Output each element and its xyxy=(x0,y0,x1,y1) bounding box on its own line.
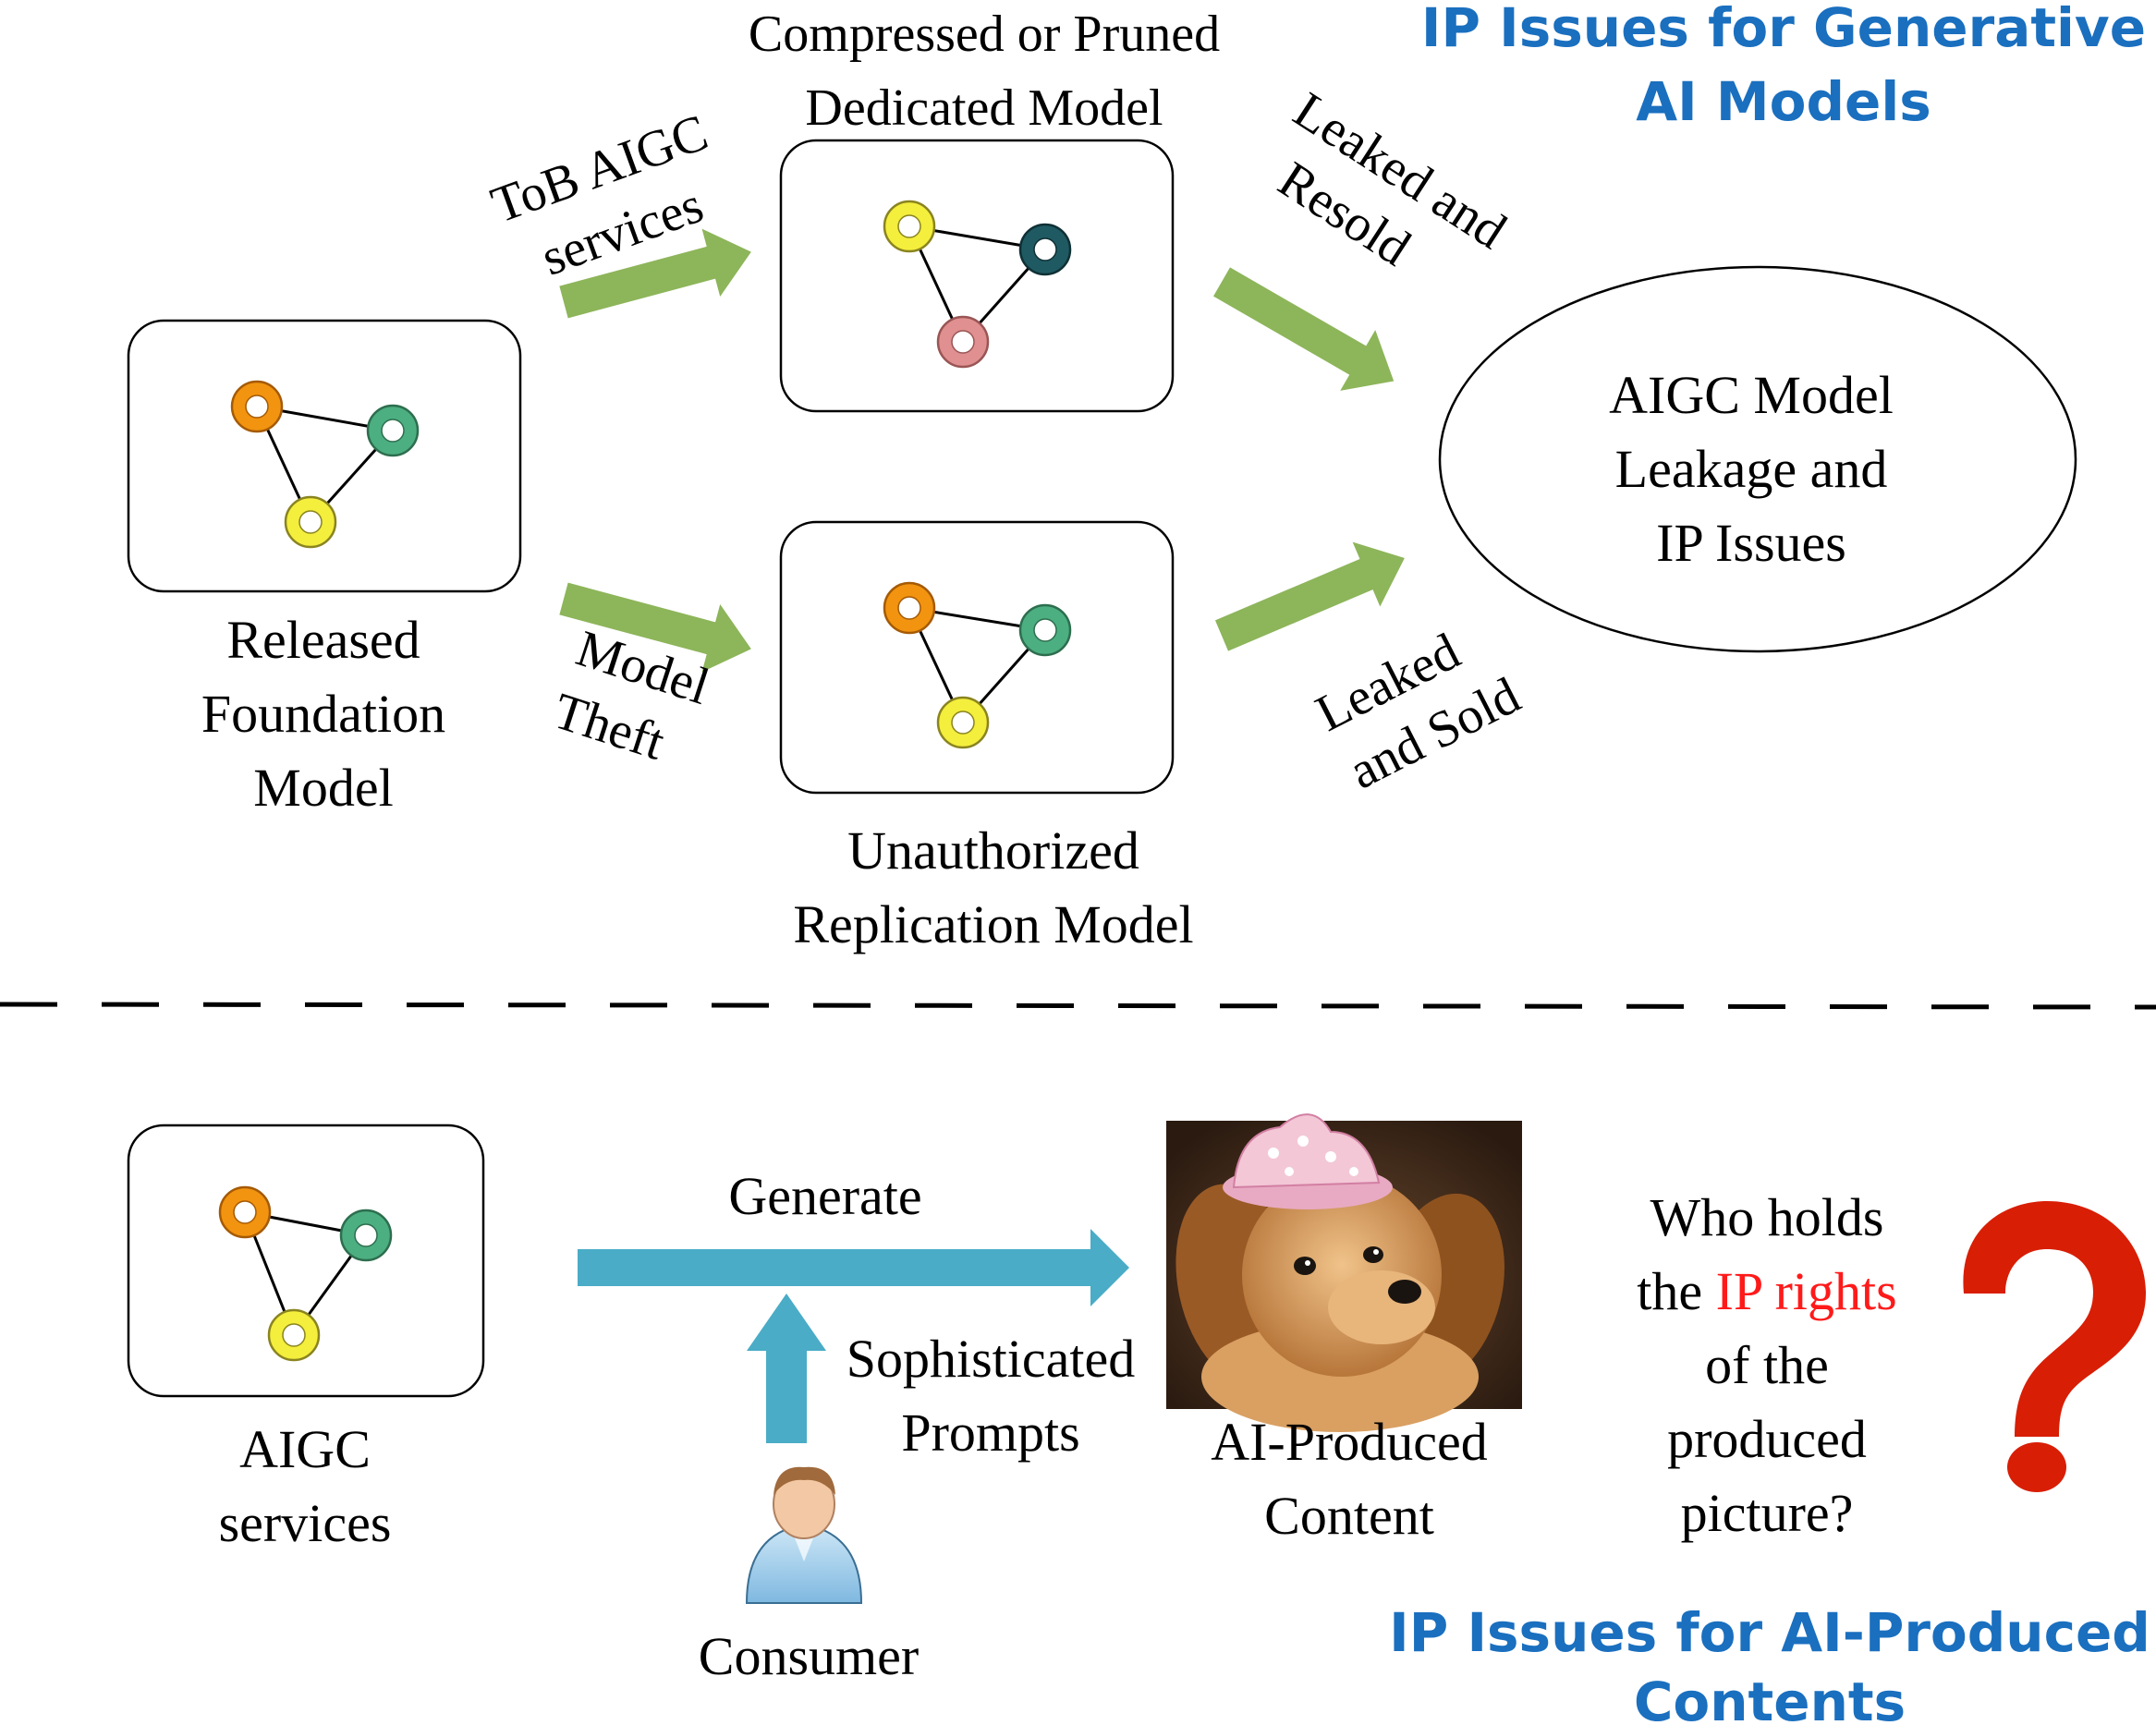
question-line: produced xyxy=(1667,1409,1867,1469)
replication-model-box xyxy=(779,520,1175,795)
dog-photo xyxy=(1166,1113,1522,1432)
bottom-heading-line1: IP Issues for AI-Produced xyxy=(1389,1601,2150,1664)
network-graph-icon xyxy=(883,200,1072,369)
top-heading-line2: AI Models xyxy=(1636,70,1931,133)
prompts-arrow xyxy=(747,1294,826,1443)
prompts-label: Sophisticated xyxy=(847,1329,1136,1389)
leaked-sold-arrow xyxy=(1214,541,1405,651)
generate-label: Generate xyxy=(728,1166,921,1226)
top-heading-line1: IP Issues for Generative xyxy=(1421,0,2146,59)
leakage-ellipse xyxy=(1438,265,2077,653)
compressed-model-title: Compressed or Pruned xyxy=(749,6,1220,63)
tob-services-arrow xyxy=(559,228,751,319)
aigc-services-label: services xyxy=(219,1493,392,1553)
question-line: picture? xyxy=(1681,1483,1854,1543)
consumer-label: Consumer xyxy=(699,1626,919,1686)
ellipse-label: IP Issues xyxy=(1656,513,1846,573)
prompts-label: Prompts xyxy=(901,1403,1079,1463)
aigc-services-box xyxy=(127,1124,485,1398)
bottom-heading-line2: Contents xyxy=(1634,1670,1906,1725)
released-model-label: Foundation xyxy=(201,684,445,744)
released-model-box xyxy=(127,319,522,593)
question-line-prefix: the xyxy=(1637,1261,1715,1321)
question-line: Who holds xyxy=(1650,1187,1884,1247)
compressed-model-box xyxy=(779,139,1175,413)
network-graph-icon xyxy=(883,581,1072,749)
replication-model-label: Replication Model xyxy=(793,894,1193,954)
network-graph-icon xyxy=(218,1185,393,1362)
question-mark-icon xyxy=(1963,1201,2146,1492)
section-divider xyxy=(0,1002,2156,1010)
leaked-resold-arrow xyxy=(1213,267,1395,391)
model-theft-arrow xyxy=(559,582,751,673)
compressed-model-title: Dedicated Model xyxy=(805,79,1163,137)
person-icon xyxy=(745,1466,863,1604)
content-label: Content xyxy=(1264,1486,1434,1546)
ip-rights-highlight: IP rights xyxy=(1716,1261,1897,1321)
content-label: AI-Produced xyxy=(1211,1412,1488,1472)
question-line: the IP rights xyxy=(1637,1261,1896,1321)
ellipse-label: AIGC Model xyxy=(1609,365,1894,425)
released-model-label: Released xyxy=(226,610,420,670)
generate-arrow xyxy=(578,1229,1129,1306)
ellipse-label: Leakage and xyxy=(1615,439,1888,499)
question-line: of the xyxy=(1705,1335,1829,1395)
released-model-label: Model xyxy=(253,758,393,818)
aigc-services-label: AIGC xyxy=(239,1419,371,1479)
network-graph-icon xyxy=(230,380,420,549)
replication-model-label: Unauthorized xyxy=(847,820,1139,881)
